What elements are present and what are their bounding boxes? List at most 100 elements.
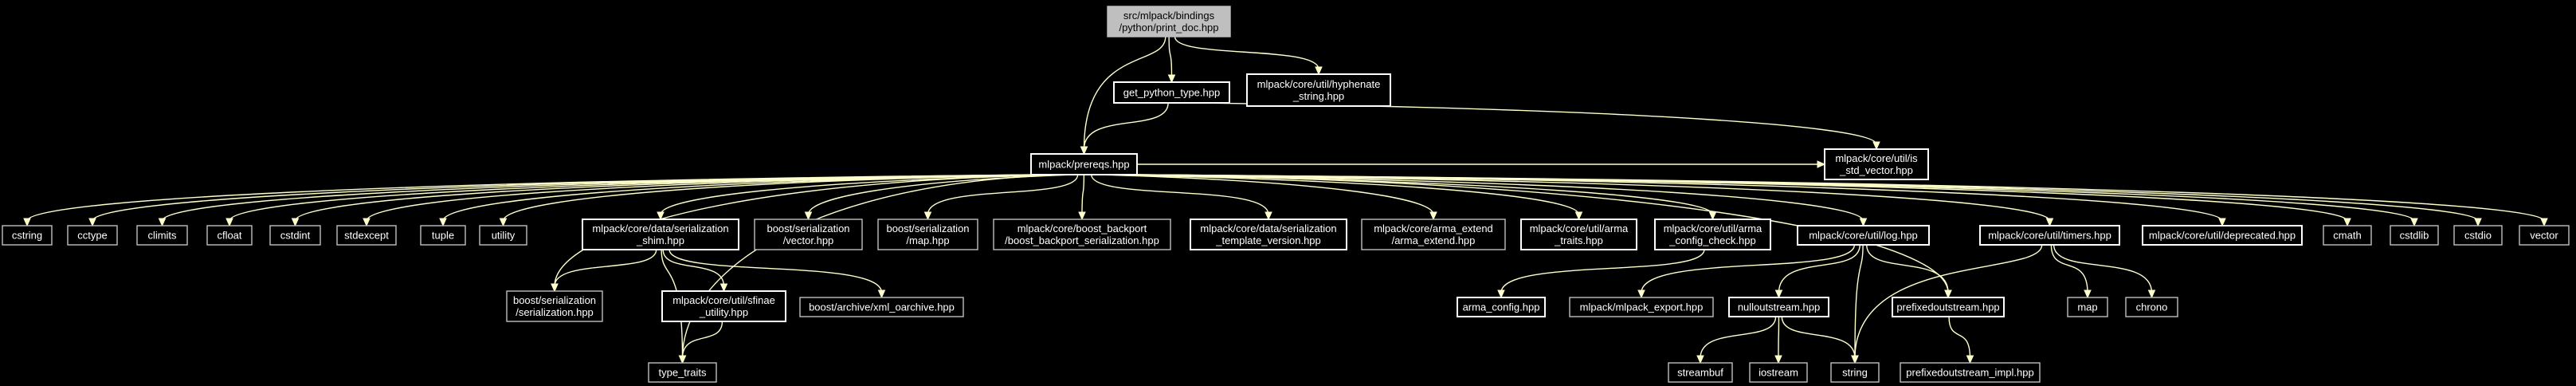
node-arma-config-check[interactable]: mlpack/core/util/arma_config_check.hpp: [1654, 219, 1771, 250]
node-box: [336, 225, 397, 246]
edge-arrowhead: [1497, 290, 1505, 299]
node-label: mlpack/core/util/is: [1835, 152, 1918, 164]
node-label: chrono: [2136, 301, 2168, 313]
node-label: climits: [147, 230, 177, 242]
node-box: [1107, 6, 1231, 37]
edge-line: [661, 249, 684, 359]
edge-prereqs-to-is-std-vector: [1137, 160, 1826, 168]
edge-prereqs-to-boost-vector: [804, 174, 1073, 221]
edge-root-to-get-python-type: [1167, 36, 1176, 84]
node-label: mlpack/core/util/sfinae: [672, 294, 775, 306]
edge-arrowhead: [2045, 218, 2054, 227]
node-label: _config_check.hpp: [1668, 234, 1755, 246]
edge-arrowhead: [1080, 146, 1088, 156]
edge-line: [1104, 174, 1580, 215]
edge-line: [1168, 36, 1173, 78]
edge-line: [1500, 249, 1705, 293]
node-box: [993, 219, 1171, 250]
edge-arrowhead: [2540, 218, 2548, 227]
edge-arrowhead: [158, 218, 167, 227]
edge-line: [1174, 36, 1319, 70]
node-box: [420, 225, 466, 246]
node-label: streambuf: [1677, 367, 1723, 379]
node-label: cfloat: [217, 230, 241, 242]
node-iostream: iostream: [1749, 362, 1808, 383]
edge-line: [1854, 244, 1864, 359]
node-label: cstring: [12, 230, 42, 242]
node-box: [2390, 225, 2439, 246]
edge-line: [1866, 244, 1949, 293]
node-get-python-type[interactable]: get_python_type.hpp: [1113, 81, 1230, 104]
node-label: mlpack/core/util/deprecated.hpp: [2149, 230, 2296, 242]
edge-timers-to-chrono: [2053, 244, 2156, 299]
edge-arrowhead: [719, 283, 728, 293]
node-arma-traits[interactable]: mlpack/core/util/arma_traits.hpp: [1520, 219, 1637, 250]
edge-arrowhead: [2474, 218, 2482, 227]
node-box: [1797, 225, 1930, 246]
edge-arrowhead: [1872, 141, 1880, 151]
edge-line: [1083, 36, 1166, 150]
node-label: mlpack/core/arma_extend: [1374, 223, 1493, 234]
node-log[interactable]: mlpack/core/util/log.hpp: [1797, 225, 1930, 246]
node-label: /vector.hpp: [783, 234, 834, 246]
node-prefixedoutstream[interactable]: prefixedoutstream.hpp: [1892, 297, 2005, 317]
edge-line: [554, 249, 657, 287]
node-box: [1569, 297, 1714, 317]
edge-line: [2050, 244, 2088, 293]
edge-arrowhead: [363, 218, 371, 227]
edge-prereqs-to-utility: [499, 174, 1061, 227]
node-box: [2125, 297, 2178, 317]
edge-arrowhead: [2410, 218, 2418, 227]
node-box: [1457, 297, 1546, 317]
edge-nulloutstream-to-iostream: [1774, 316, 1782, 364]
node-box: [1190, 219, 1347, 250]
node-label: mlpack/mlpack_export.hpp: [1580, 301, 1704, 313]
node-label: mlpack/core/data/serialization: [592, 223, 728, 234]
node-box: [479, 225, 527, 246]
node-serialization-template[interactable]: mlpack/core/data/serialization_template_…: [1190, 219, 1347, 250]
node-cctype: cctype: [67, 225, 118, 246]
edge-line: [1700, 316, 1777, 359]
edge-arrowhead: [1167, 74, 1176, 84]
node-label: boost/serialization: [767, 223, 849, 234]
node-label: vector: [2530, 230, 2558, 242]
node-box: [67, 225, 118, 246]
edge-arrowhead: [1774, 355, 1782, 364]
node-type-traits: type_traits: [648, 362, 717, 383]
node-serialization-shim[interactable]: mlpack/core/data/serialization_shim.hpp: [582, 219, 739, 250]
node-cstring: cstring: [2, 225, 53, 246]
edge-arrowhead: [291, 218, 300, 227]
node-label: tuple: [432, 230, 454, 242]
edge-arrowhead: [1708, 211, 1717, 221]
node-box: [661, 290, 786, 322]
node-label: mlpack/core/util/timers.hpp: [1988, 230, 2111, 242]
node-label: mlpack/core/util/hyphenate: [1257, 78, 1381, 90]
edge-arrowhead: [1859, 218, 1868, 227]
node-boost-backport: mlpack/core/boost_backport/boost_backpor…: [993, 219, 1171, 250]
node-is-std-vector[interactable]: mlpack/core/util/is_std_vector.hpp: [1824, 148, 1929, 180]
node-nulloutstream[interactable]: nulloutstream.hpp: [1728, 297, 1829, 317]
node-label: /arma_extend.hpp: [1392, 234, 1476, 246]
node-timers[interactable]: mlpack/core/util/timers.hpp: [1979, 225, 2120, 246]
node-root[interactable]: src/mlpack/bindings/python/print_doc.hpp: [1107, 6, 1231, 37]
node-prefixedoutstream-impl: prefixedoutstream_impl.hpp: [1900, 362, 2041, 383]
node-hyphenate[interactable]: mlpack/core/util/hyphenate_string.hpp: [1246, 73, 1391, 107]
node-deprecated[interactable]: mlpack/core/util/deprecated.hpp: [2142, 225, 2303, 246]
node-label: mlpack/core/data/serialization: [1200, 223, 1336, 234]
node-box: [2, 225, 53, 246]
edge-arrowhead: [2084, 290, 2092, 299]
edge-arrowhead: [499, 218, 508, 227]
node-xml-oarchive: boost/archive/xml_oarchive.hpp: [799, 297, 964, 317]
node-sfinae[interactable]: mlpack/core/util/sfinae_utility.hpp: [661, 290, 786, 322]
edge-prereqs-to-log: [1115, 174, 1868, 227]
edge-arrowhead: [1851, 355, 1859, 364]
edge-line: [669, 249, 883, 293]
node-prereqs[interactable]: mlpack/prereqs.hpp: [1030, 153, 1138, 175]
edge-arrowhead: [804, 211, 813, 221]
node-streambuf: streambuf: [1668, 362, 1733, 383]
node-box: [2142, 225, 2303, 246]
node-arma-config[interactable]: arma_config.hpp: [1457, 297, 1546, 317]
edge-line: [366, 174, 1056, 222]
node-box: [1030, 153, 1138, 175]
node-label: _utility.hpp: [699, 306, 748, 318]
